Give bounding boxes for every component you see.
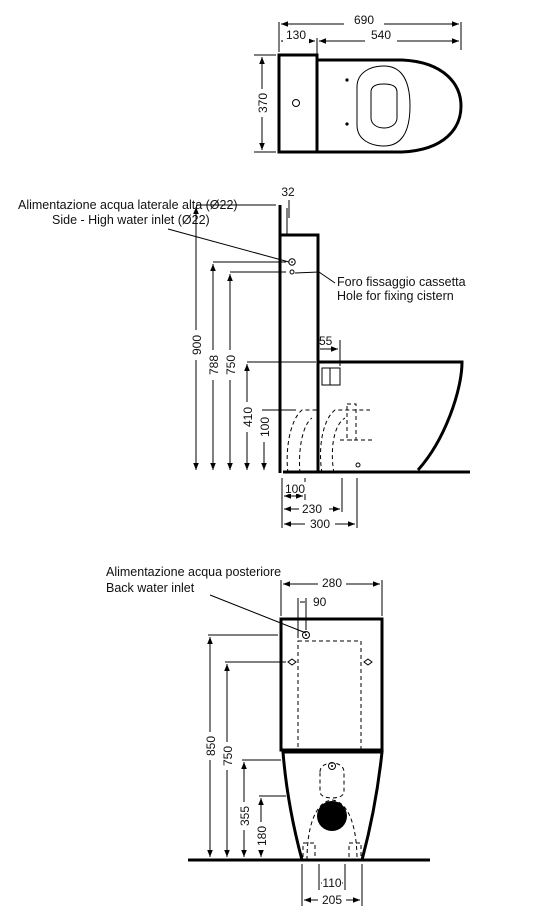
dim-370: 370 — [256, 93, 270, 113]
back-inlet-note-en: Back water inlet — [106, 581, 195, 595]
back-view: Alimentazione acqua posteriore Back wate… — [106, 565, 430, 907]
back-inlet-leader — [209, 594, 307, 634]
dim-410: 410 — [241, 407, 255, 427]
dim-230: 230 — [302, 502, 322, 516]
side-view-outline — [278, 205, 470, 474]
dim-110: 110 — [322, 876, 341, 890]
dim-690: 690 — [354, 13, 374, 27]
dim-750: 750 — [224, 355, 238, 375]
dim-55: 55 — [319, 334, 333, 348]
dim-540: 540 — [371, 28, 391, 42]
dim-180: 180 — [255, 826, 269, 846]
dim-750-back: 750 — [221, 746, 235, 766]
dim-90: 90 — [313, 595, 327, 609]
dim-32: 32 — [281, 185, 295, 199]
back-view-outline — [188, 617, 430, 862]
dim-355: 355 — [238, 806, 252, 826]
dim-280: 280 — [322, 576, 342, 590]
fixing-hole-note-it: Foro fissaggio cassetta — [337, 275, 466, 289]
side-inlet-note-it: Alimentazione acqua laterale alta (Ø22) — [18, 198, 238, 212]
dim-130: 130 — [286, 28, 306, 42]
dim-850: 850 — [204, 736, 218, 756]
dim-205: 205 — [322, 893, 342, 907]
top-view: 690 130 540 370 — [252, 13, 463, 154]
fixing-hole-note-en: Hole for fixing cistern — [337, 289, 454, 303]
dim-300: 300 — [310, 517, 330, 531]
back-inlet-note-it: Alimentazione acqua posteriore — [106, 565, 281, 579]
fixing-hole-leader — [318, 271, 336, 284]
dim-900: 900 — [190, 335, 204, 355]
dim-100-floor: 100 — [285, 482, 305, 496]
side-inlet-note-en: Side - High water inlet (Ø22) — [52, 213, 210, 227]
dim-100-vertical: 100 — [258, 417, 272, 437]
side-view: Alimentazione acqua laterale alta (Ø22) … — [18, 185, 470, 531]
top-view-outline — [277, 53, 463, 154]
side-inlet-leader — [167, 228, 290, 263]
dim-788: 788 — [207, 355, 221, 375]
